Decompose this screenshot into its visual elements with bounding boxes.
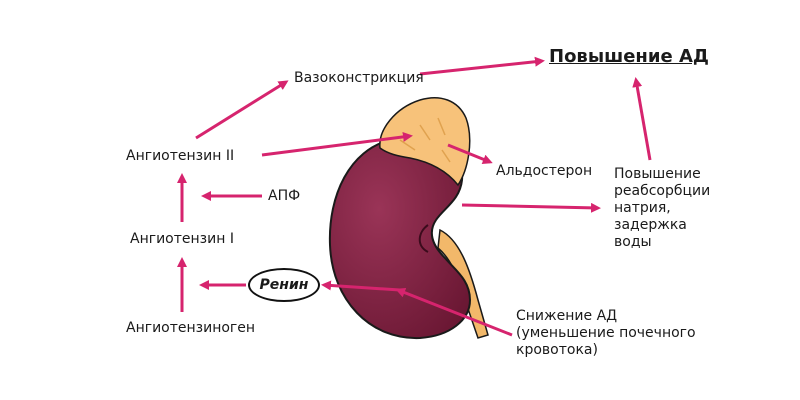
title-bp-increase: Повышение АД	[549, 46, 709, 67]
label-angiotensinogen: Ангиотензиноген	[126, 320, 256, 336]
label-reabsorption: Повышение реабсорбции натрия, задержка в…	[614, 166, 724, 251]
kidney-hilum-shape	[418, 224, 429, 253]
arrow-kidney-to-renin	[321, 280, 401, 292]
label-apf: АПФ	[268, 188, 301, 204]
reabsorption-line: Повышение	[614, 166, 701, 182]
arrow-reabsorption-to-bp	[632, 77, 652, 161]
arrow-bp-decrease-to-kidney	[395, 287, 513, 337]
label-bp-decrease: Снижение АД (уменьшение почечного кровот…	[516, 308, 706, 359]
bp-decrease-line: кровотока)	[516, 342, 598, 358]
arrow-adrenal-to-aldosterone	[447, 143, 493, 165]
bp-decrease-line: Снижение АД	[516, 308, 618, 324]
label-aldosterone: Альдостерон	[496, 163, 593, 179]
reabsorption-line: воды	[614, 234, 652, 250]
adrenal-detail-shape	[399, 117, 451, 163]
label-renin: Ренин	[248, 268, 320, 302]
arrow-vasoconstriction-to-bp	[419, 56, 545, 76]
arrow-angiotensin2-to-vasoconstriction	[195, 80, 289, 140]
label-vasoconstriction: Вазоконстрикция	[294, 70, 424, 86]
label-angiotensin2: Ангиотензин II	[126, 148, 235, 164]
adrenal-gland-shape	[379, 97, 471, 187]
arrow-kidney-to-reabsorption	[461, 202, 601, 213]
reabsorption-line: натрия, задержка	[614, 200, 687, 233]
arrow-angiotensin2-to-adrenal	[261, 131, 413, 157]
label-angiotensin1: Ангиотензин I	[130, 231, 234, 247]
reabsorption-line: реабсорбции	[614, 183, 711, 199]
bp-decrease-line: (уменьшение почечного	[516, 325, 696, 341]
